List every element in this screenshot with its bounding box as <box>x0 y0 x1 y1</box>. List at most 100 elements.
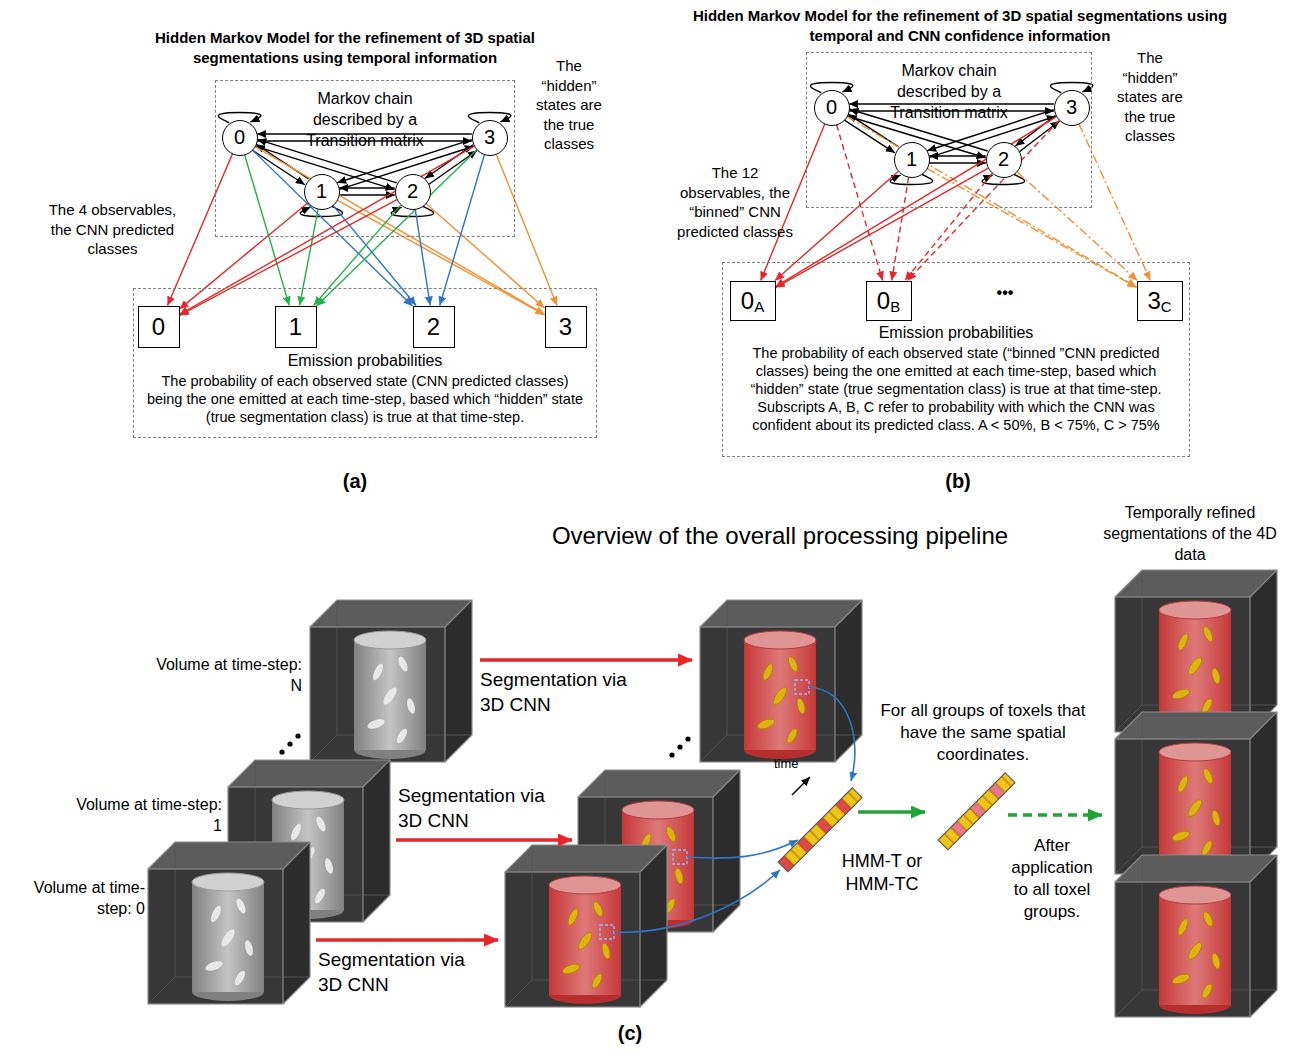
emission-arrow <box>837 125 883 281</box>
emission-arrow <box>907 121 1059 281</box>
arrow-label: Segmentation via 3D CNN <box>480 668 640 717</box>
box-heading: Emission probabilities <box>731 323 1181 344</box>
transition-arrow <box>339 194 395 195</box>
transition-group-box: Markov chain described by a Transition m… <box>806 52 1092 208</box>
axis-label: time <box>774 756 814 773</box>
confidence-subscript: B <box>890 298 900 315</box>
class-number: 3 <box>559 313 572 341</box>
observable-box: 1 <box>275 306 317 348</box>
panel-letter: (c) <box>610 1020 650 1046</box>
panel-letter: (a) <box>335 468 375 494</box>
transition-arrow <box>844 120 894 153</box>
pipeline-title: Overview of the overall processing pipel… <box>530 520 1030 551</box>
emission-arrow <box>1017 172 1138 281</box>
toxel-marker <box>600 680 809 939</box>
hidden-state-circle: 3 <box>472 120 508 156</box>
emission-arrow <box>317 150 477 306</box>
box-heading: Markov chain described by a Transition m… <box>875 61 1023 123</box>
emission-arrow <box>255 147 544 315</box>
emission-arrow <box>775 171 898 280</box>
transition-arrow <box>252 150 305 185</box>
class-number: 2 <box>407 180 418 203</box>
emission-arrow <box>180 200 397 315</box>
observable-box: 0 <box>138 306 180 348</box>
hidden-state-circle: 0 <box>222 120 258 156</box>
class-number: 2 <box>998 148 1009 171</box>
refined-volume <box>1115 855 1277 1017</box>
observable-box: 3 <box>545 306 587 348</box>
annotation: The 12 observables, the “binned” CNN pre… <box>670 163 800 241</box>
emission-arrow <box>761 124 825 280</box>
emission-arrow <box>180 146 474 314</box>
hidden-state-circle: 2 <box>395 174 431 210</box>
method-label: HMM-T or HMM-TC <box>832 850 932 897</box>
toxel-strip-refined <box>938 773 1015 850</box>
class-number: 0 <box>741 287 754 315</box>
hidden-state-circle: 1 <box>304 174 340 210</box>
emission-group-box: Emission probabilitiesThe probability of… <box>722 262 1190 457</box>
toxel-leader <box>614 687 855 932</box>
box-body: The probability of each observed state (… <box>142 372 588 426</box>
annotation: For all groups of toxels that have the s… <box>868 700 1098 766</box>
confidence-subscript: A <box>754 298 764 315</box>
class-number: 0 <box>152 313 165 341</box>
class-number: 3 <box>1066 96 1077 119</box>
emission-arrow <box>180 203 308 309</box>
refined-volume <box>1115 712 1277 874</box>
emission-arrow <box>1079 124 1150 281</box>
emission-arrow <box>440 155 485 306</box>
panel-title: Hidden Markov Model for the refinement o… <box>120 28 570 67</box>
annotation: Temporally refined segmentations of the … <box>1100 503 1280 565</box>
observable-box: 3C <box>1137 281 1183 321</box>
time-arrow <box>792 777 810 795</box>
emission-arrow <box>496 154 557 305</box>
class-number: 1 <box>906 148 917 171</box>
volume-label: Volume at time-step: 0 <box>5 878 145 920</box>
emission-arrow <box>337 200 544 315</box>
class-number: 3 <box>1147 287 1160 315</box>
volume-label: Volume at time-step: 1 <box>70 795 222 837</box>
emission-arrow <box>168 154 233 305</box>
confidence-subscript: C <box>1161 298 1172 315</box>
input-volume <box>148 842 310 1004</box>
transition-arrow <box>929 162 986 163</box>
box-heading: Emission probabilities <box>142 351 588 372</box>
class-number: 1 <box>289 313 302 341</box>
hidden-state-circle: 3 <box>1054 90 1090 126</box>
ellipsis-dots <box>279 733 690 757</box>
panel-letter: (b) <box>938 468 978 494</box>
segmentation-arrow <box>316 660 692 940</box>
annotation: The “hidden” states are the true classes <box>1108 48 1192 146</box>
box-body: The probability of each observed state (… <box>731 344 1181 434</box>
observable-box: 0B <box>866 281 912 321</box>
class-number: 3 <box>484 126 495 149</box>
emission-arrow <box>927 168 1136 287</box>
class-number: 0 <box>826 96 837 119</box>
annotation: The 4 observables, the CNN predicted cla… <box>45 200 180 259</box>
annotation: The “hidden” states are the true classes <box>527 56 611 154</box>
observable-box: 0A <box>730 281 776 321</box>
refined-volume <box>1115 570 1277 732</box>
transition-group-box: Markov chain described by a Transition m… <box>215 80 515 237</box>
transition-arrow <box>1020 121 1060 152</box>
class-number: 1 <box>316 180 327 203</box>
hidden-state-circle: 2 <box>986 142 1022 178</box>
hmm-arrow <box>858 810 925 814</box>
observable-box: 2 <box>413 306 455 348</box>
class-number: 0 <box>877 287 890 315</box>
arrow-label: Segmentation via 3D CNN <box>318 948 488 997</box>
annotation: After application to all toxel groups. <box>1002 835 1102 923</box>
emission-group-box: Emission probabilitiesThe probability of… <box>133 288 597 438</box>
class-number: 0 <box>234 126 245 149</box>
emission-arrow <box>314 205 401 305</box>
emission-arrow <box>300 209 319 305</box>
emission-arrow <box>245 155 290 306</box>
box-heading: Markov chain described by a Transition m… <box>286 89 444 151</box>
transition-arrow <box>425 145 473 179</box>
transition-arrow <box>929 155 986 156</box>
emission-arrow <box>776 168 988 287</box>
apply-all-arrow <box>1008 813 1102 817</box>
arrow-label: Segmentation via 3D CNN <box>398 784 558 833</box>
segmented-volume <box>505 845 667 1007</box>
